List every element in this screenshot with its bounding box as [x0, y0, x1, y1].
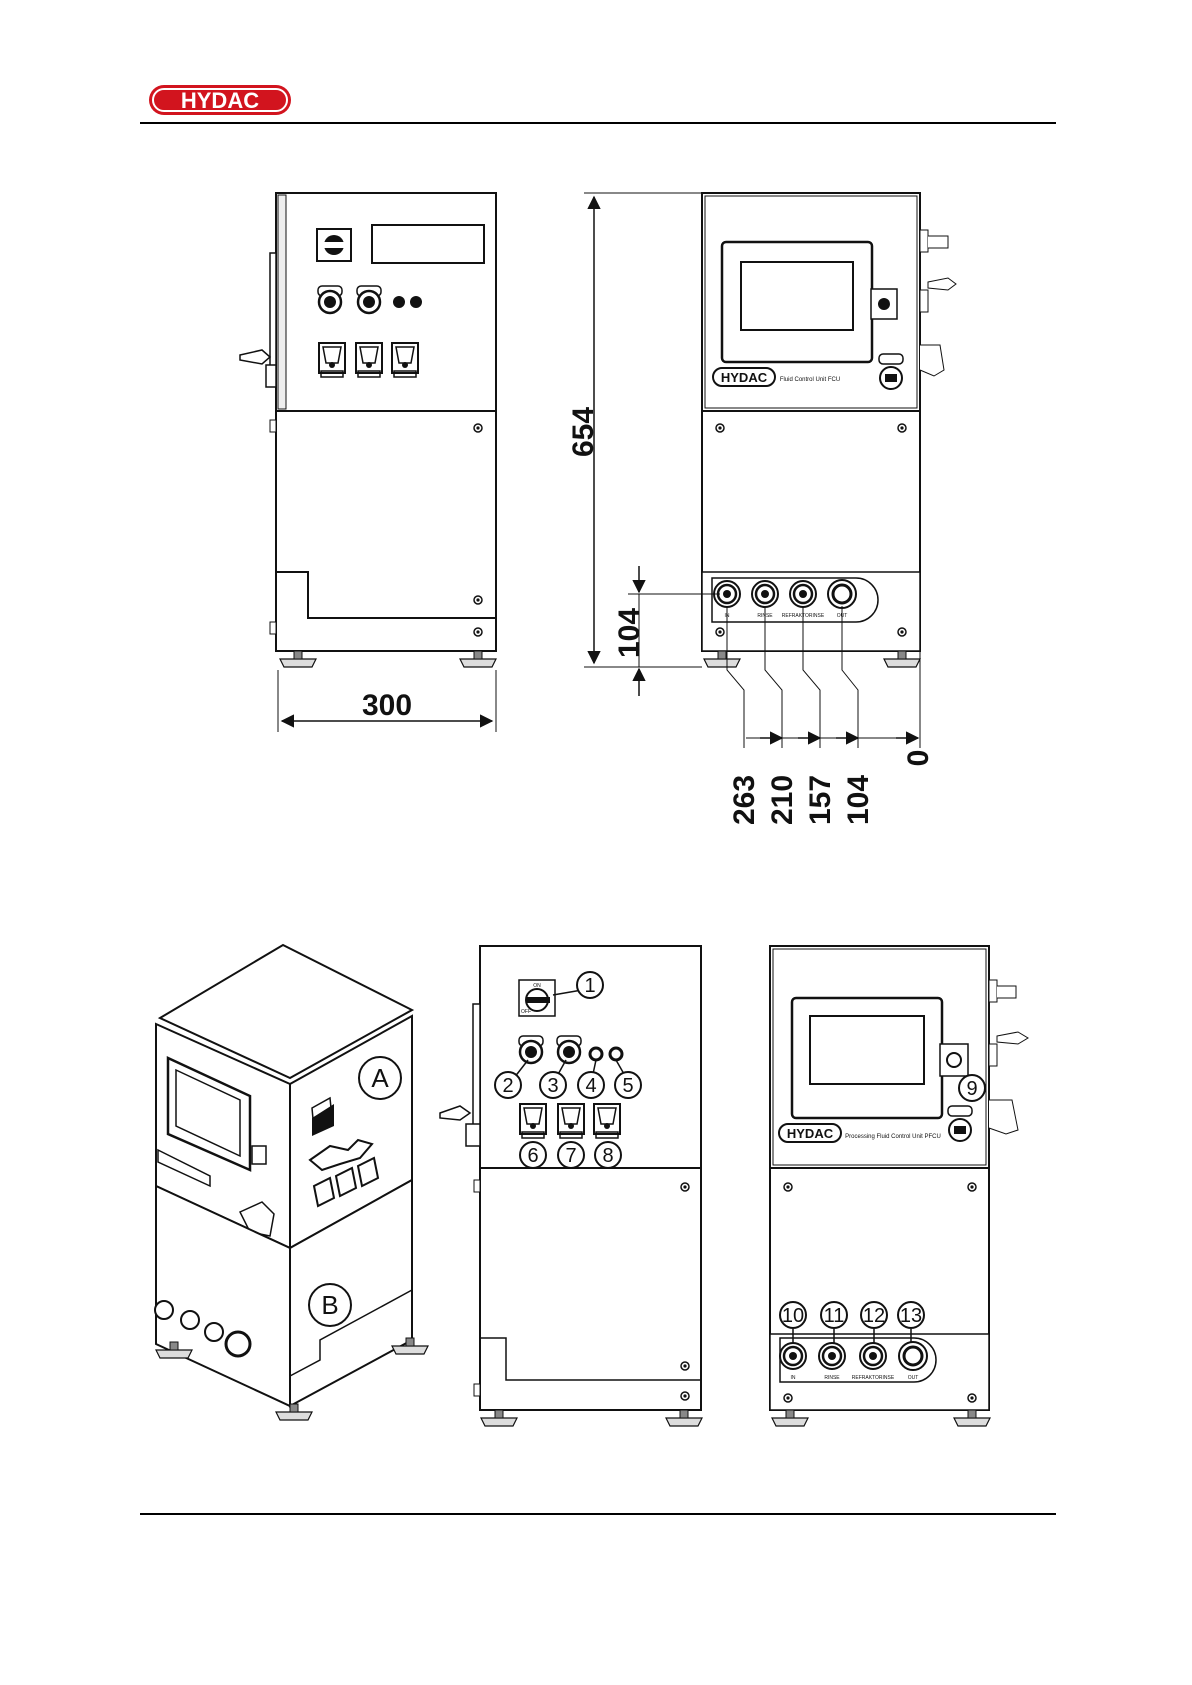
callout-4: 4: [585, 1075, 596, 1097]
section-label-a: A: [371, 1063, 389, 1093]
callout-8: 8: [602, 1145, 613, 1167]
offset-dimension: 104: [842, 775, 875, 825]
front-logo-text: HYDAC: [721, 370, 768, 385]
label-plate: [372, 225, 484, 263]
callout-5: 5: [622, 1075, 633, 1097]
section-label-b: B: [321, 1290, 338, 1320]
front-view-bottom: HYDAC Processing Fluid Control Unit PFCU…: [770, 946, 1028, 1426]
socket-icon: [948, 1106, 972, 1141]
callout-2: 2: [502, 1075, 513, 1097]
iso-front-label: Processing Fluid Control Unit PFCU: [845, 1134, 941, 1140]
switch-off-label: OFF: [521, 1009, 531, 1015]
height-dimension: 654: [567, 407, 600, 457]
connector-icon: [594, 1104, 620, 1138]
callout-12: 12: [863, 1305, 885, 1327]
port-label: REFRAKTORINSE: [852, 1375, 895, 1381]
led-icon: [393, 296, 405, 308]
port-label: RINSE: [824, 1375, 840, 1381]
display-screen: [810, 1016, 924, 1084]
front-label: Fluid Control Unit FCU: [780, 377, 840, 383]
socket-icon: [519, 1036, 543, 1063]
callout-10: 10: [782, 1305, 804, 1327]
side-handle-icon: [240, 350, 270, 364]
port-label: OUT: [908, 1375, 919, 1381]
switch-on-label: ON: [533, 983, 541, 989]
port-refrakto-icon: [860, 1343, 886, 1369]
offset-dimension: 0: [902, 750, 935, 767]
side-view-top: 300: [240, 193, 496, 732]
socket-icon: [557, 1036, 581, 1063]
main-switch-icon: [317, 229, 351, 261]
led-icon: [410, 296, 422, 308]
callout-13: 13: [900, 1305, 922, 1327]
led-icon: [610, 1048, 622, 1060]
display-screen: [741, 262, 853, 330]
isometric-view: A B: [155, 945, 428, 1420]
main-switch-icon: ON OFF: [519, 980, 555, 1016]
port-out-icon: [828, 580, 856, 608]
connector-icon: [319, 343, 345, 377]
connector-icon: [392, 343, 418, 377]
callout-3: 3: [547, 1075, 558, 1097]
connector-icon: [520, 1104, 546, 1138]
led-icon: [590, 1048, 602, 1060]
callout-1: 1: [584, 975, 595, 997]
socket-icon: [879, 354, 903, 389]
offset-dimension: 157: [804, 775, 837, 825]
offset-dimension: 210: [766, 775, 799, 825]
socket-icon: [318, 286, 342, 313]
callout-9: 9: [966, 1078, 977, 1100]
width-dimension: 300: [362, 689, 412, 722]
port-in-icon: [780, 1343, 806, 1369]
offset-dimension: 263: [728, 775, 761, 825]
socket-icon: [357, 286, 381, 313]
front-view-top: HYDAC Fluid Control Unit FCU IN RINSE RE…: [567, 193, 956, 825]
port-refrakto-icon: [790, 581, 816, 607]
port-rinse-icon: [819, 1343, 845, 1369]
connector-icon: [356, 343, 382, 377]
port-label: IN: [791, 1375, 796, 1381]
callout-7: 7: [565, 1145, 576, 1167]
callout-11: 11: [824, 1305, 845, 1327]
port-out-icon: [899, 1342, 927, 1370]
callout-6: 6: [527, 1145, 538, 1167]
iso-front-logo-text: HYDAC: [787, 1126, 834, 1141]
port-height-dimension: 104: [613, 608, 646, 658]
side-view-bottom: ON OFF 1 2 3 4 5 6: [440, 946, 702, 1426]
port-rinse-icon: [752, 581, 778, 607]
connector-icon: [558, 1104, 584, 1138]
